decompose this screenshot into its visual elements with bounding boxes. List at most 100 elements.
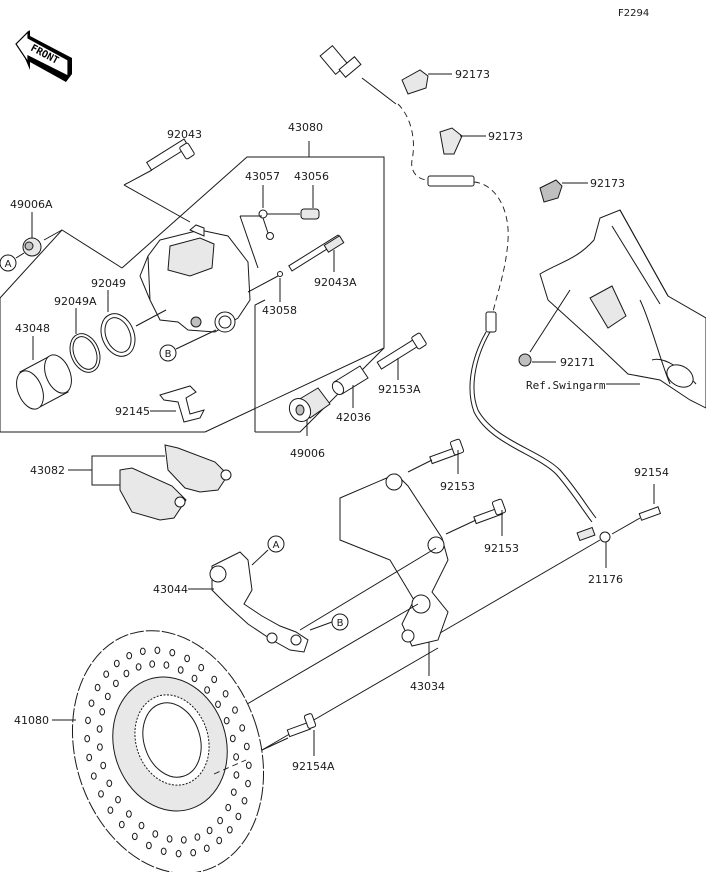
disc-hole: [230, 788, 237, 796]
label-43048: 43048: [15, 322, 50, 335]
disc-hole: [100, 761, 107, 770]
part-43034: 43034: [339, 473, 449, 693]
label-92043: 92043: [167, 128, 202, 141]
disc-hole: [229, 734, 236, 743]
part-43044: 43044: [153, 549, 333, 653]
label-21176: 21176: [588, 573, 623, 586]
label-49006: 49006: [290, 447, 325, 460]
disc-hole: [169, 649, 176, 657]
disc-hole: [177, 666, 184, 674]
disc-hole: [126, 652, 133, 660]
assembly-line: [439, 539, 601, 634]
label-92043A: 92043A: [314, 276, 357, 289]
callout-a-left: A: [0, 254, 17, 272]
label-42036: 42036: [336, 411, 371, 424]
disc-hole: [149, 660, 156, 668]
disc-hole: [85, 716, 91, 725]
part-42036: 42036: [331, 365, 371, 424]
part-92049A: 92049A: [54, 295, 101, 373]
part-92173-3: 92173: [539, 177, 625, 203]
disc-hole: [131, 832, 138, 841]
label-92173-1: 92173: [455, 68, 490, 81]
disc-hole: [206, 826, 213, 835]
disc-hole: [233, 771, 240, 779]
disc-hole: [215, 700, 221, 708]
callout-a-bracket: A: [267, 535, 285, 553]
disc-hole: [113, 659, 120, 668]
label-92049: 92049: [91, 277, 126, 290]
figure-code: F2294: [618, 8, 649, 19]
disc-hole: [198, 663, 205, 672]
disc-hole: [184, 654, 191, 663]
part-92049: 92049: [91, 277, 167, 357]
disc-hole: [233, 753, 240, 761]
assembly-line: [261, 647, 439, 751]
disc-hole: [232, 706, 238, 714]
label-92153A: 92153A: [378, 383, 421, 396]
label-92153-2: 92153: [484, 542, 519, 555]
label-92173-2: 92173: [488, 130, 523, 143]
svg-text:B: B: [337, 618, 344, 629]
part-41080: 41080: [14, 630, 265, 872]
disc-hole: [222, 690, 229, 698]
part-92171: 92171: [518, 353, 595, 369]
disc-hole: [216, 836, 223, 845]
part-92153-2: 92153: [445, 498, 519, 555]
label-43056: 43056: [294, 170, 329, 183]
part-92173-2: 92173: [439, 127, 523, 155]
part-92154: 92154: [611, 466, 669, 535]
disc-hole: [226, 826, 233, 834]
part-92153-1: 92153: [407, 438, 475, 493]
disc-hole: [104, 692, 111, 701]
part-92153A: 92153A: [376, 332, 427, 396]
part-43056: 43056: [294, 170, 329, 220]
part-43057: 43057: [239, 170, 300, 269]
disc-hole: [86, 753, 93, 762]
label-43082: 43082: [30, 464, 65, 477]
disc-hole: [204, 686, 211, 694]
part-43082: 43082: [30, 444, 232, 521]
part-43048: 43048: [15, 322, 72, 410]
label-41080: 41080: [14, 714, 49, 727]
disc-hole: [90, 772, 97, 780]
label-43080: 43080: [288, 121, 323, 134]
label-49006A: 49006A: [10, 198, 53, 211]
disc-hole: [190, 849, 197, 857]
part-92173-1: 92173: [401, 68, 490, 95]
disc-hole: [241, 797, 248, 805]
disc-hole: [235, 812, 242, 821]
disc-hole: [113, 679, 119, 688]
part-21176: 21176: [576, 526, 623, 586]
label-43057: 43057: [245, 170, 280, 183]
svg-text:A: A: [273, 540, 280, 551]
disc-hole: [160, 847, 167, 855]
callout-b-bracket: B: [331, 613, 349, 631]
disc-hole: [115, 796, 121, 804]
disc-hole: [225, 803, 232, 812]
disc-hole: [239, 724, 246, 732]
part-92043A: 92043A: [288, 234, 357, 289]
front-arrow-icon: FRONT: [15, 30, 72, 82]
caliper-body: [139, 224, 251, 333]
disc-hole: [84, 735, 91, 743]
disc-hole: [98, 790, 104, 798]
disc-hole: [94, 683, 101, 692]
part-92154A: 92154A: [261, 713, 335, 773]
disc-hole: [152, 830, 159, 838]
label-92154: 92154: [634, 466, 669, 479]
disc-hole: [175, 850, 182, 858]
disc-hole: [243, 742, 250, 751]
swingarm-reference: Ref.Swingarm: [526, 209, 706, 409]
disc-holes: [84, 646, 252, 858]
disc-hole: [146, 841, 152, 850]
disc-hole: [217, 816, 224, 825]
disc-hole: [154, 646, 161, 654]
assembly-line: [241, 603, 419, 708]
svg-text:B: B: [165, 349, 172, 360]
label-92049A: 92049A: [54, 295, 97, 308]
reference-swingarm-label: Ref.Swingarm: [526, 379, 606, 392]
svg-text:A: A: [5, 259, 12, 270]
disc-hole: [103, 670, 110, 678]
disc-hole: [88, 699, 95, 707]
disc-hole: [97, 743, 103, 751]
